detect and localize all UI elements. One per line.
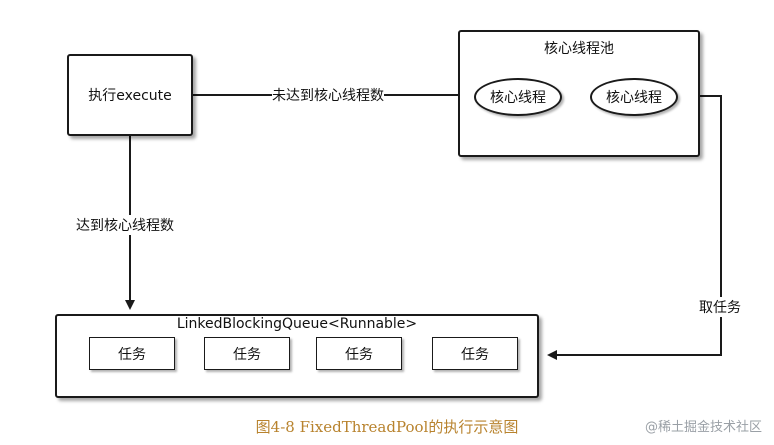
core-thread-2: 核心线程 (590, 78, 678, 116)
task-2: 任务 (204, 337, 290, 370)
task-4-label: 任务 (461, 346, 489, 363)
blocking-queue: LinkedBlockingQueue<Runnable> 任务 任务 任务 任… (55, 314, 539, 398)
task-3: 任务 (316, 337, 402, 370)
core-thread-1-label: 核心线程 (490, 90, 546, 106)
core-thread-pool: 核心线程池 核心线程 核心线程 (458, 30, 700, 157)
task-4: 任务 (432, 337, 518, 370)
queue-title: LinkedBlockingQueue<Runnable> (176, 316, 418, 332)
core-thread-2-label: 核心线程 (606, 90, 662, 106)
figure-caption: 图4-8 FixedThreadPool的执行示意图 (255, 418, 519, 436)
edge-label-reached: 达到核心线程数 (76, 215, 174, 235)
task-1: 任务 (89, 337, 175, 370)
execute-box: 执行execute (67, 54, 193, 136)
edge-label-take-task: 取任务 (699, 297, 741, 317)
arrow-core-pool-to-queue (547, 95, 722, 360)
core-pool-title: 核心线程池 (544, 41, 614, 57)
watermark: @稀土掘金技术社区 (644, 420, 762, 435)
edge-label-not-reached: 未达到核心线程数 (272, 85, 384, 105)
task-3-label: 任务 (345, 346, 373, 363)
core-thread-1: 核心线程 (474, 78, 562, 116)
execute-label: 执行execute (88, 88, 172, 104)
task-1-label: 任务 (118, 346, 146, 363)
task-2-label: 任务 (233, 346, 261, 363)
